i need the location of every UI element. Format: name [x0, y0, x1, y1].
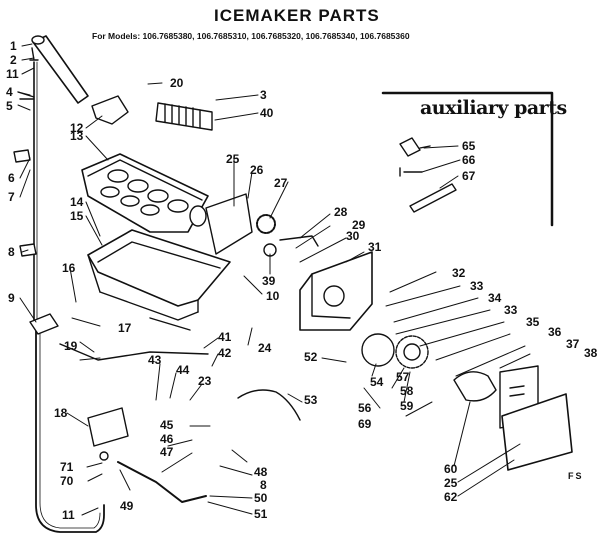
callout-30: 30 — [346, 229, 360, 243]
auxiliary-tube-67 — [409, 183, 457, 213]
callout-14: 14 — [70, 195, 84, 209]
callout-11: 11 — [6, 67, 19, 81]
callout-54: 54 — [370, 375, 384, 389]
callout-4: 4 — [6, 85, 13, 99]
callout-58: 58 — [400, 384, 414, 398]
callout-3: 3 — [260, 88, 267, 102]
callout-51: 51 — [254, 507, 268, 521]
callout-29: 29 — [352, 218, 366, 232]
callout-24: 24 — [258, 341, 272, 355]
callout-25: 25 — [226, 152, 240, 166]
callout-50: 50 — [254, 491, 268, 505]
callout-27: 27 — [274, 176, 288, 190]
diagram-title: ICEMAKER PARTS — [214, 6, 380, 25]
auxiliary-parts-title: auxiliary parts — [420, 97, 567, 119]
control-housing — [299, 251, 373, 331]
callout-7: 7 — [8, 190, 15, 204]
auxiliary-fitting-66 — [399, 167, 423, 177]
callout-32: 32 — [452, 266, 466, 280]
callout-44: 44 — [176, 363, 190, 377]
callout-15: 15 — [70, 209, 84, 223]
callout-31: 31 — [368, 240, 382, 254]
callout-70: 70 — [60, 474, 74, 488]
callout-43: 43 — [148, 353, 162, 367]
auxiliary-valve-65 — [399, 137, 431, 157]
callout-40: 40 — [260, 106, 274, 120]
callout-59: 59 — [400, 399, 414, 413]
callout-18: 18 — [54, 406, 68, 420]
callout-11-lower: 11 — [62, 508, 75, 522]
callout-65: 65 — [462, 139, 476, 153]
callout-57: 57 — [396, 370, 410, 384]
callout-67: 67 — [462, 169, 476, 183]
callout-6: 6 — [8, 171, 15, 185]
callout-36: 36 — [548, 325, 562, 339]
callout-34: 34 — [488, 291, 502, 305]
drive-gear — [256, 214, 276, 234]
ice-bin-shield — [87, 229, 231, 331]
water-valve — [59, 343, 209, 461]
mounting-plate — [205, 193, 253, 255]
inlet-fitting — [117, 461, 207, 503]
callout-39: 39 — [262, 274, 276, 288]
callout-35: 35 — [526, 315, 540, 329]
callout-8-lower: 8 — [260, 478, 267, 492]
callout-1: 1 — [10, 39, 17, 53]
callout-56: 56 — [358, 401, 372, 415]
callout-28: 28 — [334, 205, 348, 219]
fill-tube-assembly — [29, 35, 105, 533]
tube-clips — [13, 91, 59, 335]
callout-33: 33 — [470, 279, 484, 293]
callout-numbers: 1 2 11 4 5 6 7 8 9 12 13 14 15 16 17 19 … — [6, 39, 598, 522]
callout-45: 45 — [160, 418, 174, 432]
auxiliary-box-border — [381, 91, 554, 227]
callout-37: 37 — [566, 337, 580, 351]
callout-33-second: 33 — [504, 303, 518, 317]
callout-20: 20 — [170, 76, 184, 90]
model-numbers: For Models: 106.7685380, 106.7685310, 10… — [92, 31, 410, 41]
callout-62: 62 — [444, 490, 458, 504]
callout-23: 23 — [198, 374, 212, 388]
callout-19: 19 — [64, 339, 78, 353]
callout-8: 8 — [8, 245, 15, 259]
callout-60: 60 — [444, 462, 458, 476]
callout-9: 9 — [8, 291, 15, 305]
callout-25-lower: 25 — [444, 476, 458, 490]
figure-code: FS — [568, 471, 584, 481]
callout-53: 53 — [304, 393, 318, 407]
callout-41: 41 — [218, 330, 232, 344]
callout-49: 49 — [120, 499, 134, 513]
shut-off-arm — [279, 235, 319, 247]
callout-52: 52 — [304, 350, 318, 364]
callout-17: 17 — [118, 321, 132, 335]
callout-42: 42 — [218, 346, 232, 360]
callout-48: 48 — [254, 465, 268, 479]
callout-13: 13 — [70, 129, 84, 143]
callout-12: 12 — [70, 121, 84, 135]
ice-stripper — [155, 102, 213, 131]
wiring-harness — [237, 389, 301, 421]
callout-26: 26 — [250, 163, 264, 177]
callout-16: 16 — [62, 261, 76, 275]
callout-71: 71 — [60, 460, 74, 474]
callout-66: 66 — [462, 153, 476, 167]
callout-10: 10 — [266, 289, 280, 303]
callout-5: 5 — [6, 99, 13, 113]
callout-46: 46 — [160, 432, 174, 446]
callout-47: 47 — [160, 445, 174, 459]
callout-69: 69 — [358, 417, 372, 431]
callout-38: 38 — [584, 346, 598, 360]
callout-2: 2 — [10, 53, 17, 67]
leader-lines — [17, 43, 531, 516]
ice-mold — [81, 153, 209, 233]
